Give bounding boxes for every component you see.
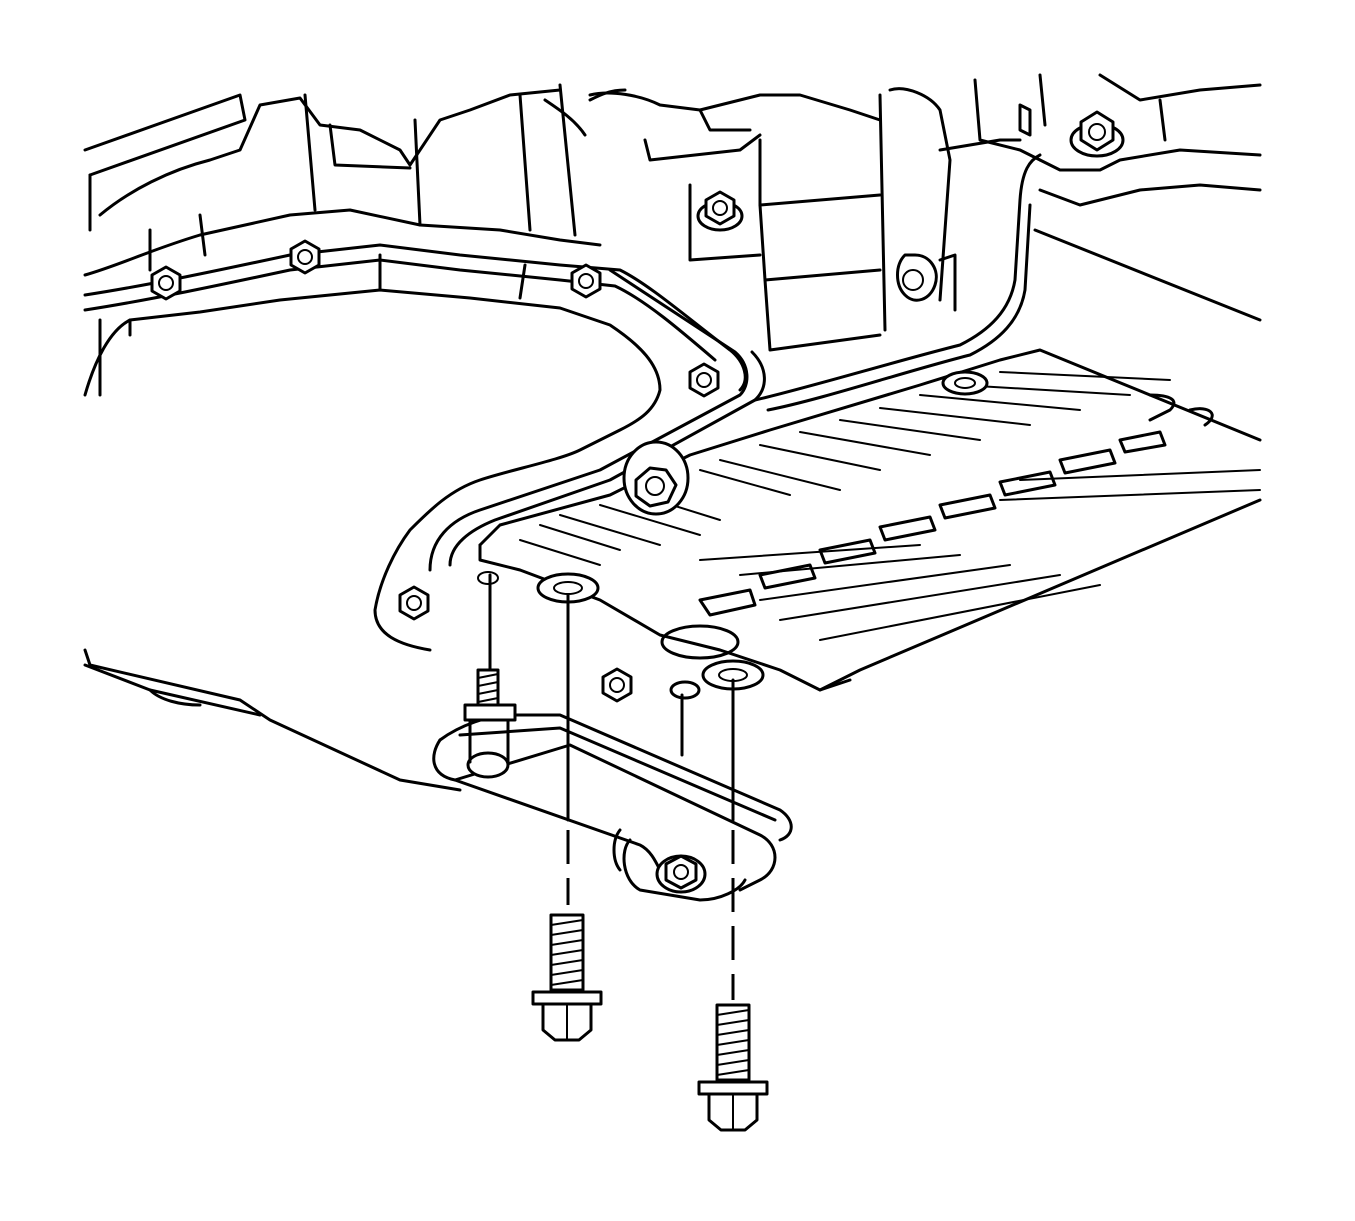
oil-pan bbox=[83, 243, 747, 792]
bracket-lower-bolt bbox=[655, 854, 707, 894]
housing-bolt bbox=[696, 190, 744, 232]
alignment-lines bbox=[566, 593, 735, 1000]
pan-bolts bbox=[150, 239, 720, 703]
housing-bolt bbox=[1069, 110, 1125, 158]
pan-bolt bbox=[289, 239, 321, 275]
pan-bolt bbox=[398, 585, 430, 621]
pan-bolt bbox=[570, 263, 602, 299]
pan-washer bbox=[669, 680, 701, 700]
transmission-housing bbox=[588, 73, 1262, 352]
pan-washer bbox=[536, 572, 600, 604]
pan-bolt bbox=[150, 265, 182, 301]
pan-bolt bbox=[688, 362, 720, 398]
bracket-bolt-left bbox=[531, 913, 603, 1042]
pan-bolt bbox=[601, 667, 633, 703]
pan-mount-bolt bbox=[622, 440, 690, 516]
pan-washer bbox=[701, 659, 765, 691]
support-bracket bbox=[432, 713, 793, 902]
bracket-stud bbox=[463, 571, 517, 779]
transmission-pan bbox=[428, 153, 1262, 692]
bracket-bolt-right bbox=[697, 1003, 769, 1132]
